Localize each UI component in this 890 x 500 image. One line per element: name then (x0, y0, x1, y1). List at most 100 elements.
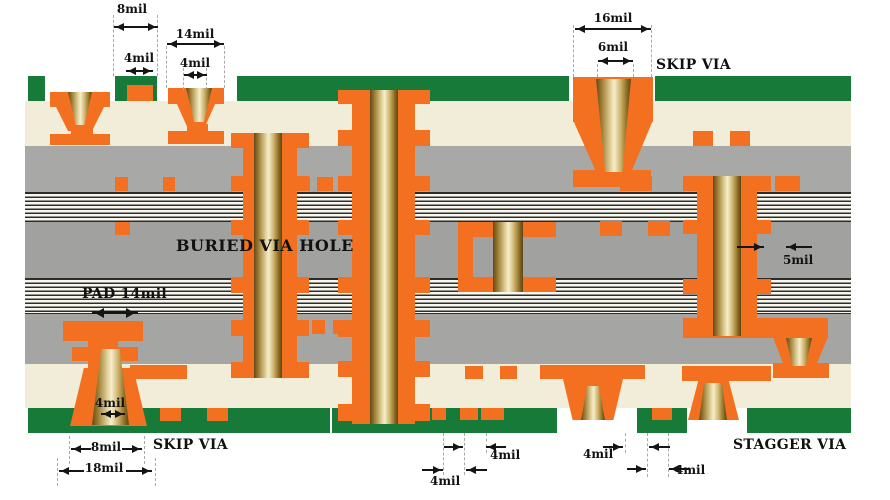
copper-trace (127, 85, 153, 101)
copper-trace (500, 366, 517, 379)
dimension-arrow (122, 445, 142, 453)
dimension-arrow (422, 466, 443, 474)
dimension-guide (113, 15, 114, 76)
dimension-guide (597, 64, 598, 77)
buried-via-plating (458, 222, 473, 292)
dimension-label: 4mil (490, 448, 521, 462)
copper-trace (775, 176, 800, 191)
stagger-via-landing-pad (773, 363, 829, 378)
dimension-arrow (184, 71, 207, 79)
copper-trace (115, 177, 128, 191)
pad-label: PAD 14mil (82, 286, 168, 302)
buried-via-label: BURIED VIA HOLE (176, 236, 354, 255)
dimension-label: 8mil (90, 440, 122, 454)
dimension-arrow (126, 467, 152, 475)
dimension-guide (144, 436, 145, 464)
microvia-stem (187, 124, 208, 133)
buried-via-barrel (254, 133, 282, 378)
skip-via-landing-pad (573, 170, 651, 187)
dimension-guide (69, 436, 70, 464)
top-copper-segment (655, 76, 851, 101)
dimension-guide (625, 433, 626, 453)
dimension-label: 16mil (593, 11, 633, 25)
dimension-arrow (167, 40, 224, 48)
dimension-guide (166, 46, 167, 88)
dimension-label: 4mil (583, 447, 614, 461)
dimension-arrow (627, 465, 646, 473)
dimension-arrow (649, 443, 670, 451)
dimension-arrow (786, 243, 812, 251)
copper-trace (648, 221, 670, 236)
dimension-arrow (598, 57, 633, 65)
dimension-arrow (486, 443, 506, 451)
dimension-label: 6mil (597, 40, 629, 54)
dimension-arrow (737, 243, 764, 251)
buried-via-barrel (493, 222, 523, 292)
buried-via-pad (523, 277, 556, 292)
dimension-guide (183, 68, 184, 90)
skip-via-label-bottom: SKIP VIA (153, 437, 228, 453)
copper-trace (600, 221, 622, 236)
microvia-stem (71, 127, 93, 136)
copper-trace (207, 408, 228, 421)
copper-trace (160, 408, 181, 421)
copper-trace (481, 408, 504, 420)
microvia-bottom-pad (50, 134, 110, 145)
dimension-arrow (101, 410, 125, 418)
copper-trace (312, 320, 325, 334)
dimension-guide (633, 64, 634, 77)
dimension-guide (224, 46, 225, 88)
dimension-guide (57, 458, 58, 486)
copper-trace (432, 408, 446, 420)
dimension-arrow (114, 23, 158, 31)
dimension-guide (464, 433, 465, 475)
through-via-barrel (370, 90, 398, 424)
dimension-arrow (603, 443, 623, 451)
dimension-arrow (466, 466, 487, 474)
stagger-via-lower-barrel (699, 383, 727, 420)
dimension-label: 4mil (123, 51, 155, 65)
dimension-label: 18mil (84, 461, 124, 475)
dimension-guide (206, 68, 207, 90)
dimension-label: 4mil (179, 56, 211, 70)
dimension-arrow (71, 445, 91, 453)
skip-via-label-top: SKIP VIA (656, 57, 731, 73)
dimension-guide (443, 433, 444, 475)
skip-via-top-pad (63, 321, 143, 341)
buried-via-barrel (713, 176, 741, 336)
dimension-label: 4mil (430, 474, 461, 488)
dimension-label: 14mil (175, 27, 215, 41)
dimension-guide (651, 25, 652, 77)
dimension-arrow (669, 465, 689, 473)
dimension-guide (155, 458, 156, 486)
copper-trace (115, 222, 130, 235)
dimension-arrow (59, 467, 84, 475)
copper-trace (130, 365, 187, 379)
bottom-copper-segment (747, 408, 851, 433)
dimension-guide (573, 25, 574, 77)
copper-trace (460, 408, 478, 420)
dimension-guide (647, 433, 648, 477)
microvia-bottom-pad (168, 131, 224, 144)
copper-trace (163, 177, 175, 191)
stagger-via-label: STAGGER VIA (733, 437, 847, 453)
dimension-label: 4mil (675, 463, 706, 477)
dimension-arrow (92, 308, 138, 318)
dimension-label: 4mil (94, 396, 126, 410)
copper-trace (465, 366, 483, 379)
top-copper-segment (28, 76, 45, 101)
copper-trace (730, 131, 750, 146)
dimension-guide (157, 15, 158, 76)
stagger-via-trace (682, 366, 771, 381)
microvia-trace (540, 365, 645, 379)
dimension-guide (668, 433, 669, 477)
prepreg-layer-top (25, 101, 851, 146)
dimension-arrow (444, 443, 463, 451)
buried-via-pad (523, 222, 556, 237)
dimension-label: 8mil (116, 2, 148, 16)
copper-trace (693, 131, 713, 146)
dimension-label: 5mil (783, 253, 814, 267)
dimension-arrow (126, 67, 153, 75)
copper-trace (652, 408, 672, 420)
